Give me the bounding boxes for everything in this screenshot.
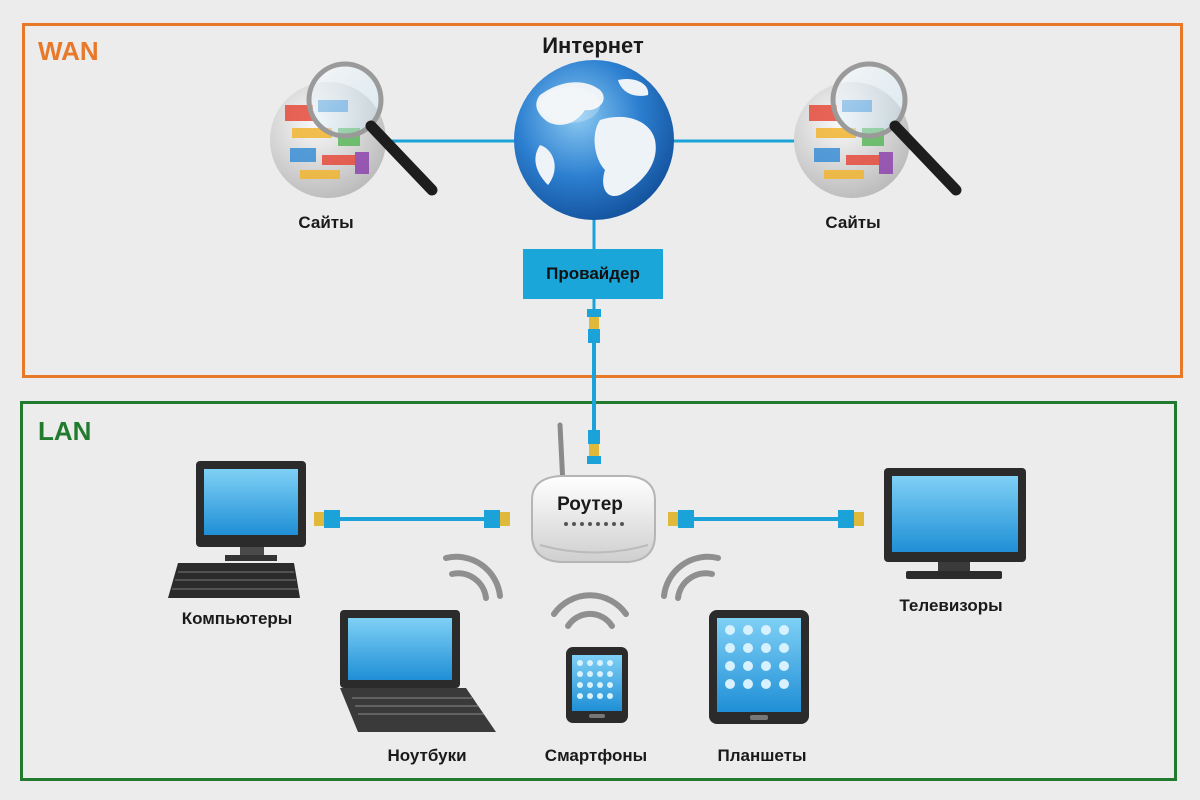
router-label: Роутер — [557, 494, 623, 515]
internet-label: Интернет — [542, 33, 644, 58]
cable-router-tvs — [668, 510, 864, 528]
router-icon — [531, 422, 656, 563]
wifi-icon-tablets — [661, 553, 721, 601]
lan-zone — [20, 401, 1177, 781]
sites-left-label: Сайты — [298, 213, 354, 232]
computers-label: Компьютеры — [181, 609, 293, 628]
tablet-icon — [709, 610, 809, 724]
cable-router-computers — [314, 510, 510, 528]
wan-zone — [22, 23, 1183, 378]
smartphones-label: Смартфоны — [544, 746, 648, 765]
provider-router-cable — [587, 299, 601, 464]
provider-label: Провайдер — [546, 264, 640, 283]
tv-icon — [884, 468, 1026, 579]
smartphone-icon — [566, 647, 628, 723]
provider-box: Провайдер — [523, 249, 663, 299]
tvs-label: Телевизоры — [899, 596, 1003, 615]
lan-label: LAN — [38, 416, 92, 446]
laptop-icon — [340, 610, 496, 732]
wifi-icon-laptops — [443, 553, 503, 601]
sites-right-label: Сайты — [825, 213, 881, 232]
computer-icon — [168, 461, 306, 598]
sites-right-icon — [794, 61, 962, 198]
wifi-icon-smartphones — [551, 592, 629, 629]
globe-icon — [514, 60, 674, 220]
laptops-label: Ноутбуки — [387, 746, 467, 765]
wan-label: WAN — [38, 36, 99, 66]
tablets-label: Планшеты — [717, 746, 807, 765]
sites-left-icon — [270, 61, 438, 198]
